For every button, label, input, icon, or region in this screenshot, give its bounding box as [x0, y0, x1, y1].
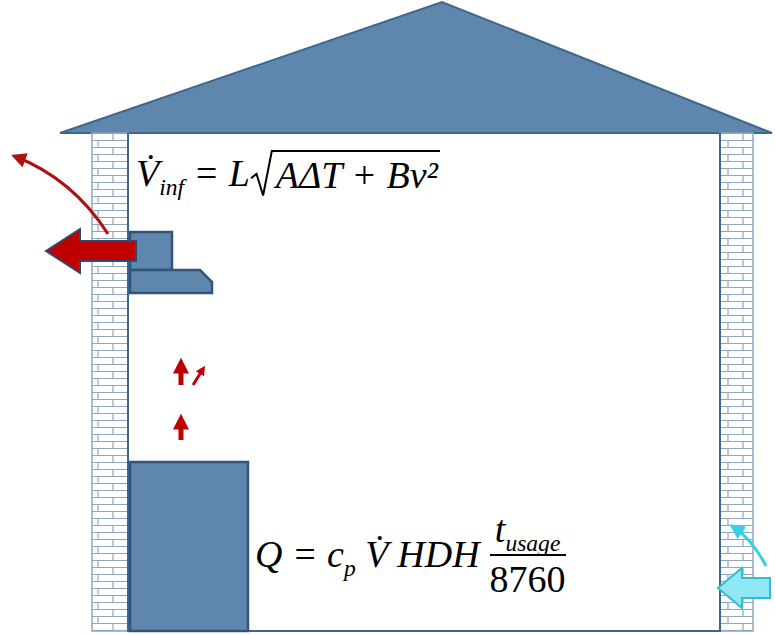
formula-text: V̇	[136, 152, 159, 196]
heat-arrow	[193, 369, 203, 385]
formula-text: inf	[159, 174, 184, 201]
formula-text: t	[495, 508, 506, 552]
formula-text: Q = c	[255, 533, 344, 577]
exhaust-flow-curve	[14, 156, 108, 234]
range-hood	[130, 270, 212, 293]
radical-sign	[250, 150, 274, 198]
left-brick-wall	[92, 133, 128, 631]
room-outline	[128, 133, 720, 631]
right-brick-wall	[720, 133, 753, 631]
fraction-denominator: 8760	[490, 554, 566, 602]
fraction: tusage 8760	[490, 508, 566, 601]
formula-text: V̇ HDH	[365, 533, 479, 577]
heat-loss-formula: Q = cpV̇ HDH tusage 8760	[255, 508, 566, 601]
radicand: AΔT + Bv²	[274, 150, 440, 198]
exhaust-arrow	[46, 229, 136, 273]
formula-lhs: V̇inf= L	[136, 152, 250, 196]
formula-text: p	[344, 555, 356, 582]
heat-arrow	[179, 420, 184, 440]
formula-text: 8760	[490, 558, 566, 602]
heat-arrow	[179, 364, 184, 385]
formula-text: = L	[194, 152, 250, 196]
formula-text: AΔT + Bv²	[276, 154, 438, 198]
infiltration-formula: V̇inf= L AΔT + Bv²	[136, 150, 440, 198]
supply-air-arrow	[718, 568, 770, 608]
formula-lhs: Q = cpV̇ HDH	[255, 533, 480, 577]
supply-flow-curve	[732, 526, 766, 566]
fraction-numerator: tusage	[491, 508, 565, 554]
roof	[60, 2, 772, 133]
stove	[130, 462, 248, 631]
